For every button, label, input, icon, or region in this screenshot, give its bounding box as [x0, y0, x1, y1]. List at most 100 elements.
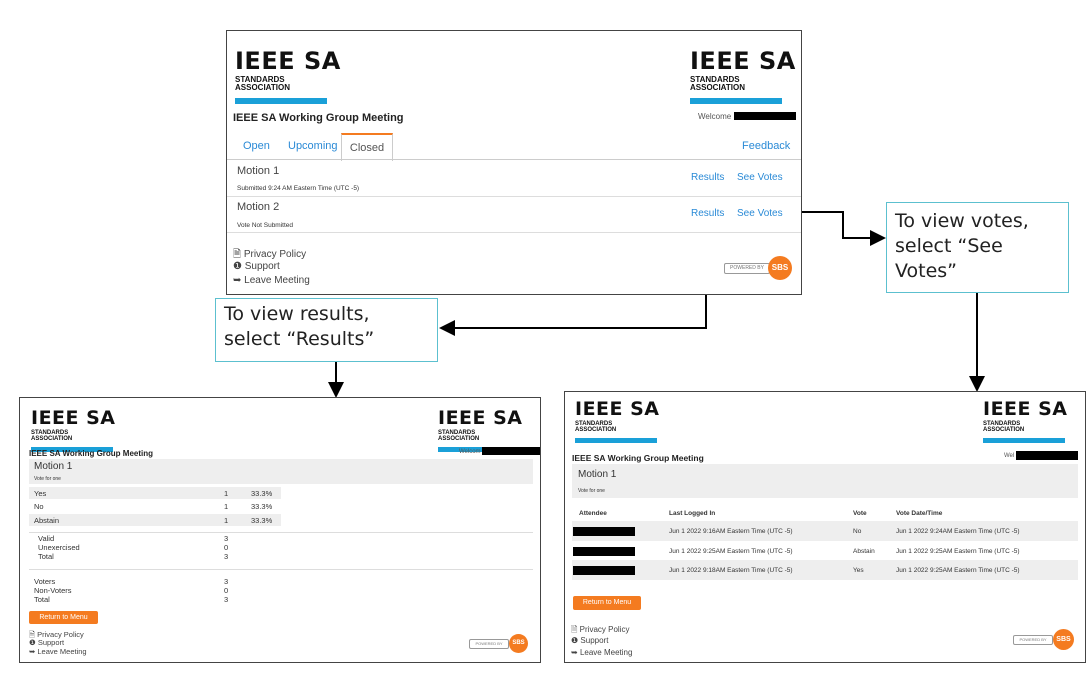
- motion-2-see-votes-link[interactable]: See Votes: [737, 208, 783, 219]
- ieee-sa-logo: IEEE SA STANDARDS ASSOCIATION: [31, 409, 116, 452]
- motion-1-title: Motion 1: [237, 165, 280, 177]
- redacted-username: [482, 447, 540, 455]
- motion-2-status: Vote Not Submitted: [237, 222, 294, 229]
- sign-out-icon: ➥: [29, 647, 36, 656]
- redacted-attendee: [573, 547, 635, 556]
- return-to-menu-button[interactable]: Return to Menu: [573, 596, 641, 610]
- tab-closed[interactable]: Closed: [341, 133, 393, 161]
- support-link[interactable]: ❶ Support: [571, 636, 608, 645]
- vote-row-shade: [572, 521, 1078, 541]
- welcome-text: Wel: [1004, 453, 1015, 459]
- leave-meeting-link[interactable]: ➥ Leave Meeting: [233, 275, 310, 286]
- ieee-sa-logo: IEEE SA STANDARDS ASSOCIATION: [235, 49, 341, 104]
- tabs-divider: [227, 159, 801, 160]
- motion-2-title: Motion 2: [237, 201, 280, 213]
- leave-label: Leave Meeting: [37, 647, 87, 656]
- redacted-username: [734, 112, 796, 120]
- support-label: Support: [580, 636, 609, 645]
- result-label: Abstain: [34, 516, 60, 525]
- ieee-sa-logo-right: IEEE SA STANDARDS ASSOCIATION: [983, 400, 1068, 443]
- summary-value: 0: [224, 586, 229, 595]
- tab-open[interactable]: Open: [243, 140, 270, 152]
- motion-1-results-link[interactable]: Results: [691, 172, 725, 183]
- sign-out-icon: ➥: [571, 648, 578, 657]
- motion-divider-1: [227, 196, 801, 197]
- redacted-attendee: [573, 566, 635, 575]
- motion-title: Motion 1: [578, 469, 617, 480]
- privacy-policy-link[interactable]: 🗎 Privacy Policy: [571, 624, 629, 638]
- vote-date-time: Jun 1 2022 9:25AM Eastern Time (UTC -5): [896, 548, 1020, 555]
- col-header-vote: Vote: [853, 510, 867, 517]
- welcome-text: Welcom: [459, 449, 481, 455]
- feedback-link[interactable]: Feedback: [742, 140, 791, 152]
- page-title: IEEE SA Working Group Meeting: [233, 112, 404, 124]
- leave-label: Leave Meeting: [579, 648, 633, 657]
- powered-by-sbs-logo: POWERED BY SBS: [469, 634, 531, 654]
- powered-by-sbs-logo: POWERED BY SBS: [724, 256, 794, 282]
- info-icon: ❶: [571, 636, 579, 645]
- summary-label: Voters: [34, 577, 56, 586]
- motion-header: [29, 459, 533, 484]
- vote-value: Yes: [853, 567, 864, 574]
- privacy-policy-link[interactable]: 🗎 Privacy Policy: [233, 247, 306, 264]
- result-label: Yes: [34, 489, 47, 498]
- document-icon: 🗎: [233, 249, 242, 260]
- motion-header: [572, 464, 1078, 498]
- col-header-attendee: Attendee: [579, 510, 607, 517]
- info-icon: ❶: [29, 638, 36, 647]
- summary-label: Unexercised: [38, 543, 80, 552]
- support-label: Support: [37, 638, 65, 647]
- result-row-shade: [29, 487, 281, 499]
- results-callout: To view results, select “Results”: [215, 298, 438, 362]
- vote-last-logged: Jun 1 2022 9:25AM Eastern Time (UTC -5): [669, 548, 793, 555]
- summary-value: 0: [224, 543, 229, 552]
- result-count: 1: [224, 516, 229, 525]
- vote-date-time: Jun 1 2022 9:24AM Eastern Time (UTC -5): [896, 528, 1020, 535]
- leave-meeting-link[interactable]: ➥ Leave Meeting: [571, 648, 632, 657]
- vote-value: No: [853, 528, 862, 535]
- result-percent: 33.3%: [251, 516, 273, 525]
- document-icon: 🗎: [29, 630, 36, 639]
- support-link[interactable]: ❶ Support: [233, 261, 280, 272]
- summary-value: 3: [224, 595, 229, 604]
- privacy-policy-link[interactable]: 🗎 Privacy Policy: [29, 629, 84, 642]
- redacted-username: [1016, 451, 1078, 460]
- result-row-shade: [29, 514, 281, 526]
- result-count: 1: [224, 489, 229, 498]
- motions-panel: IEEE SA STANDARDS ASSOCIATION IEEE SA ST…: [226, 30, 802, 295]
- result-percent: 33.3%: [251, 502, 273, 511]
- arrow-to-votes-callout: [799, 211, 886, 246]
- ieee-sa-logo: IEEE SA STANDARDS ASSOCIATION: [575, 400, 660, 443]
- return-to-menu-button[interactable]: Return to Menu: [29, 611, 98, 624]
- motion-1-status: Submitted 9:24 AM Eastern Time (UTC -5): [237, 185, 360, 192]
- document-icon: 🗎: [571, 625, 578, 634]
- ieee-sa-logo-right: IEEE SA STANDARDS ASSOCIATION: [690, 49, 796, 104]
- support-link[interactable]: ❶ Support: [29, 638, 64, 647]
- summary-value: 3: [224, 534, 229, 543]
- summary-value: 3: [224, 577, 229, 586]
- vote-last-logged: Jun 1 2022 9:18AM Eastern Time (UTC -5): [669, 567, 793, 574]
- votes-panel: IEEE SA STANDARDS ASSOCIATION IEEE SA ST…: [564, 391, 1086, 663]
- leave-label: Leave Meeting: [244, 275, 310, 286]
- support-label: Support: [244, 261, 280, 272]
- summary-label: Non-Voters: [34, 586, 72, 595]
- summary-label: Total: [38, 552, 54, 561]
- col-header-last-logged: Last Logged In: [669, 510, 716, 517]
- summary-divider: [29, 532, 533, 533]
- leave-meeting-link[interactable]: ➥ Leave Meeting: [29, 647, 87, 656]
- motion-divider-2: [227, 232, 801, 233]
- powered-by-sbs-logo: POWERED BY SBS: [1013, 629, 1077, 651]
- page-title: IEEE SA Working Group Meeting: [572, 453, 704, 463]
- summary-label: Valid: [38, 534, 55, 543]
- vote-last-logged: Jun 1 2022 9:16AM Eastern Time (UTC -5): [669, 528, 793, 535]
- result-count: 1: [224, 502, 229, 511]
- results-panel: IEEE SA STANDARDS ASSOCIATION IEEE SA ST…: [19, 397, 541, 663]
- redacted-attendee: [573, 527, 635, 536]
- vote-instruction: Vote for one: [34, 476, 61, 482]
- ieee-sa-logo-right: IEEE SA STANDARDS ASSOCIATION: [438, 409, 523, 452]
- tab-upcoming[interactable]: Upcoming: [288, 140, 338, 152]
- motion-2-results-link[interactable]: Results: [691, 208, 725, 219]
- sign-out-icon: ➥: [233, 275, 242, 286]
- motion-1-see-votes-link[interactable]: See Votes: [737, 172, 783, 183]
- privacy-label: Privacy Policy: [37, 630, 84, 639]
